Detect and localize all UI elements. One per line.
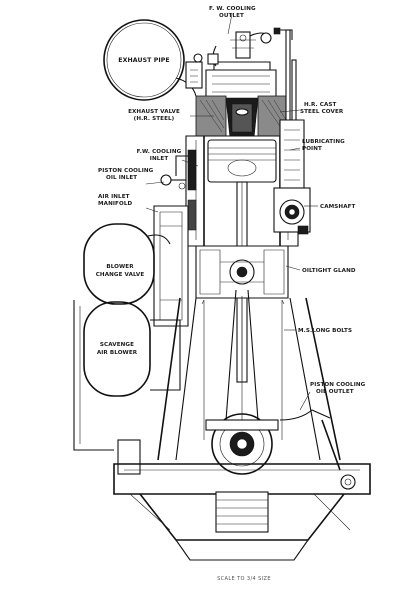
exhaust-pipe — [103, 19, 203, 101]
bedplate — [113, 419, 371, 561]
fw-cooling-inlet-label-2: INLET — [150, 156, 169, 162]
lubricating-point-label-2: POINT — [302, 146, 322, 152]
scavenge-air-blower-label-1: SCAVENGE — [100, 342, 134, 348]
a-frame-crankcase — [157, 289, 341, 475]
crosshead-guide — [195, 245, 289, 299]
fw-cooling-outlet-label-1: F. W. COOLING — [209, 6, 256, 12]
fw-cooling-inlet-label-1: F.W. COOLING — [137, 149, 182, 155]
scavenge-air-blower — [73, 300, 181, 475]
blower-change-valve — [83, 223, 171, 305]
hr-cast-steel-cover-label-2: STEEL COVER — [300, 109, 344, 115]
lubricating-point-label-1: LUBRICATING — [302, 139, 345, 145]
fw-cooling-outlet-pipe — [207, 45, 219, 67]
scale-caption: SCALE TO 3/4 SIZE — [217, 576, 271, 582]
camshaft-label: CAMSHAFT — [320, 204, 356, 210]
exhaust-pipe-label: EXHAUST PIPE — [118, 57, 169, 64]
air-inlet-manifold-label-1: AIR INLET — [98, 194, 130, 200]
cylinder-head-assembly — [195, 27, 293, 139]
ms-long-bolts-label: M.S.LONG BOLTS — [298, 328, 352, 334]
exhaust-valve-label-2: (H.R. STEEL) — [134, 116, 175, 122]
fw-cooling-outlet-label-2: OUTLET — [219, 13, 244, 19]
leader-lines — [145, 13, 318, 411]
air-inlet-manifold-label-2: MANIFOLD — [98, 201, 132, 207]
oiltight-gland-label: OILTIGHT GLAND — [302, 268, 356, 274]
exhaust-valve-label-1: EXHAUST VALVE — [128, 109, 180, 115]
hr-cast-steel-cover-label-1: H.R. CAST — [304, 102, 337, 108]
piston-cooling-oil-inlet-label-2: OIL INLET — [106, 175, 137, 181]
blower-change-valve-label-1: BLOWER — [106, 264, 134, 270]
camshaft-assembly — [273, 29, 311, 235]
piston-cooling-oil-inlet — [160, 155, 188, 190]
air-inlet-manifold — [153, 205, 189, 327]
piston-cooling-oil-outlet-label-2: OIL OUTLET — [316, 389, 354, 395]
scavenge-air-blower-label-2: AIR BLOWER — [97, 350, 138, 356]
piston-cooling-oil-outlet-label-1: PISTON COOLING — [310, 382, 366, 388]
blower-change-valve-label-2: CHANGE VALVE — [96, 272, 145, 278]
piston-cooling-oil-inlet-label-1: PISTON COOLING — [98, 168, 154, 174]
